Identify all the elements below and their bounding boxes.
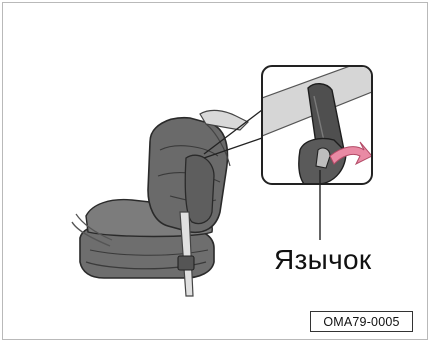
child-seat bbox=[72, 110, 262, 296]
tongue-callout-label: Язычок bbox=[274, 246, 371, 274]
figure-code: OMA79-0005 bbox=[310, 311, 413, 332]
detail-inset bbox=[262, 58, 372, 240]
